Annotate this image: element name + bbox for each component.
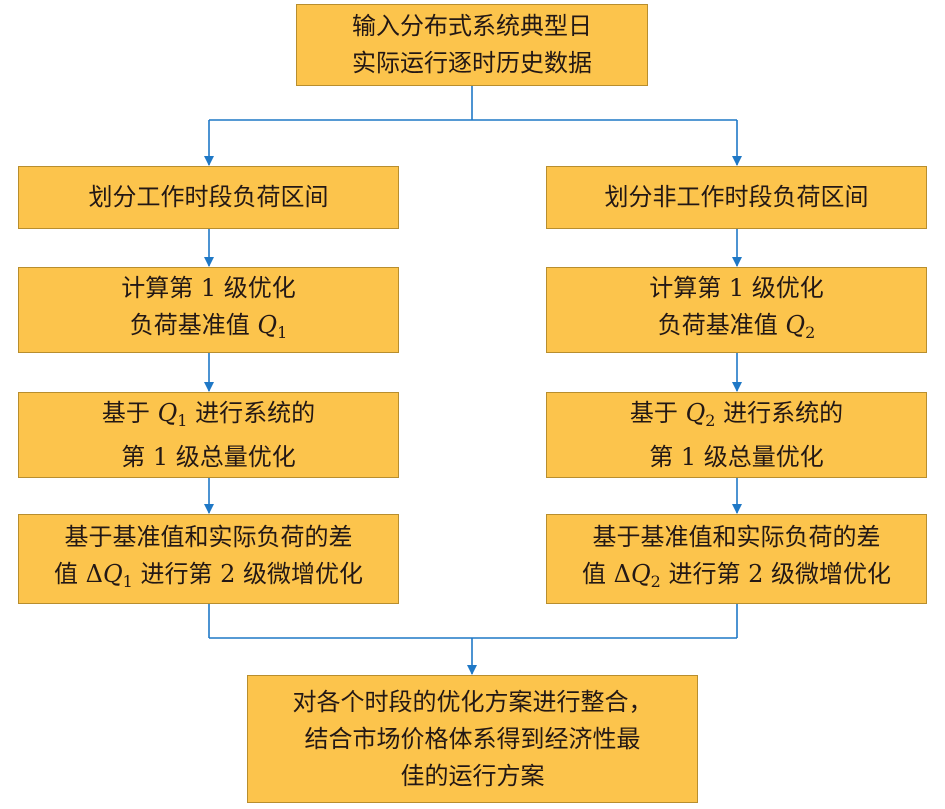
- left-step4-suffix: 进行第 2 级微增优化: [132, 559, 363, 588]
- right-step4-prefix: 值: [581, 559, 614, 588]
- left-step4-delta: Δ: [85, 559, 103, 588]
- right-step4-delta: Δ: [613, 559, 631, 588]
- left-step4-line-2: 值 ΔQ1 进行第 2 级微增优化: [54, 556, 363, 600]
- right-step3-prefix: 基于: [629, 398, 686, 427]
- right-step1-box: 划分非工作时段负荷区间: [546, 166, 927, 229]
- right-step1-label: 划分非工作时段负荷区间: [604, 183, 869, 211]
- left-step4-line-1: 基于基准值和实际负荷的差: [64, 522, 353, 551]
- right-step4-line-1: 基于基准值和实际负荷的差: [592, 522, 881, 551]
- left-step3-line-1: 基于 Q1 进行系统的: [102, 395, 315, 439]
- left-step2-line-2: 负荷基准值 Q1: [121, 307, 296, 351]
- left-step2-line-1: 计算第 1 级优化: [121, 273, 296, 302]
- right-step4-suffix: 进行第 2 级微增优化: [660, 559, 891, 588]
- left-step3-line-2: 第 1 级总量优化: [121, 442, 296, 471]
- left-step3-suffix: 进行系统的: [187, 398, 316, 427]
- left-step3-subscript: 1: [177, 410, 188, 430]
- right-step2-variable: Q: [785, 310, 806, 339]
- right-step3-box: 基于 Q2 进行系统的 第 1 级总量优化: [546, 392, 927, 478]
- left-step2-subscript: 1: [277, 322, 288, 342]
- left-step1-box: 划分工作时段负荷区间: [18, 166, 399, 229]
- input-box: 输入分布式系统典型日 实际运行逐时历史数据: [296, 4, 648, 86]
- right-step3-line-1: 基于 Q2 进行系统的: [630, 395, 843, 439]
- input-line-2: 实际运行逐时历史数据: [352, 49, 592, 77]
- output-line-2: 结合市场价格体系得到经济性最: [304, 724, 641, 753]
- right-step3-line-2: 第 1 级总量优化: [649, 442, 824, 471]
- right-step2-box: 计算第 1 级优化 负荷基准值 Q2: [546, 267, 927, 353]
- left-step4-subscript: 1: [122, 571, 133, 591]
- right-step3-suffix: 进行系统的: [715, 398, 844, 427]
- right-step4-line-2: 值 ΔQ2 进行第 2 级微增优化: [582, 556, 891, 600]
- output-box: 对各个时段的优化方案进行整合， 结合市场价格体系得到经济性最 佳的运行方案: [247, 675, 698, 803]
- right-step4-subscript: 2: [650, 571, 661, 591]
- left-step2-variable: Q: [257, 310, 278, 339]
- right-step2-line-1: 计算第 1 级优化: [649, 273, 824, 302]
- right-step2-subscript: 2: [805, 322, 816, 342]
- right-step2-line-2: 负荷基准值 Q2: [649, 307, 824, 351]
- input-line-1: 输入分布式系统典型日: [352, 12, 592, 40]
- output-line-3: 佳的运行方案: [400, 761, 545, 790]
- right-step4-box: 基于基准值和实际负荷的差 值 ΔQ2 进行第 2 级微增优化: [546, 514, 927, 604]
- left-step2-box: 计算第 1 级优化 负荷基准值 Q1: [18, 267, 399, 353]
- output-line-1: 对各个时段的优化方案进行整合，: [292, 687, 653, 716]
- right-step3-subscript: 2: [705, 410, 716, 430]
- left-step4-box: 基于基准值和实际负荷的差 值 ΔQ1 进行第 2 级微增优化: [18, 514, 399, 604]
- left-step3-variable: Q: [157, 398, 178, 427]
- left-step4-variable: Q: [102, 559, 123, 588]
- left-step1-label: 划分工作时段负荷区间: [88, 183, 329, 211]
- right-step4-variable: Q: [630, 559, 651, 588]
- right-step3-variable: Q: [685, 398, 706, 427]
- left-step4-prefix: 值: [53, 559, 86, 588]
- right-step2-text: 负荷基准值: [657, 310, 786, 339]
- left-step3-prefix: 基于: [101, 398, 158, 427]
- left-step3-box: 基于 Q1 进行系统的 第 1 级总量优化: [18, 392, 399, 478]
- left-step2-text: 负荷基准值: [129, 310, 258, 339]
